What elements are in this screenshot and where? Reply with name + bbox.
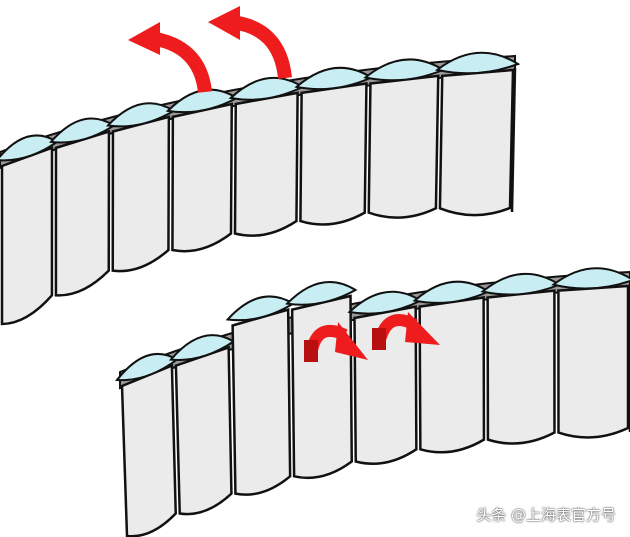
bracelet-link (54, 129, 111, 297)
bottom-bracelet (115, 267, 630, 537)
arrow-2-shaft (230, 15, 292, 79)
link-cap (285, 281, 358, 306)
link-cap (551, 267, 630, 290)
bracelet-link (0, 146, 54, 326)
bracelet-link (438, 68, 515, 217)
bracelet-link (486, 289, 556, 445)
bracelet-link (299, 82, 368, 226)
bracelet-link (418, 296, 486, 454)
bracelet-link (353, 305, 418, 465)
watermark: 头条 @上海表官方号 (476, 506, 616, 524)
bracelet-link (171, 102, 234, 253)
arrow-head-icon (208, 6, 240, 40)
arrow-head-icon (335, 322, 368, 360)
link-cap (434, 51, 521, 75)
bracelet-end (510, 67, 517, 213)
bracelet-link (174, 345, 233, 516)
top-bracelet (0, 51, 521, 326)
bracelet-link (290, 294, 354, 480)
arrow-tail (372, 328, 386, 350)
bracelet-link (111, 115, 171, 273)
bracelet-link (367, 74, 440, 219)
arrow-tail (304, 340, 318, 362)
bracelet-link (233, 91, 299, 237)
arrow-head-icon (405, 312, 440, 345)
bracelet-link (231, 307, 292, 496)
arrow-head-icon (128, 22, 160, 55)
bracelet-link (120, 363, 177, 537)
bracelet-link (557, 284, 630, 439)
